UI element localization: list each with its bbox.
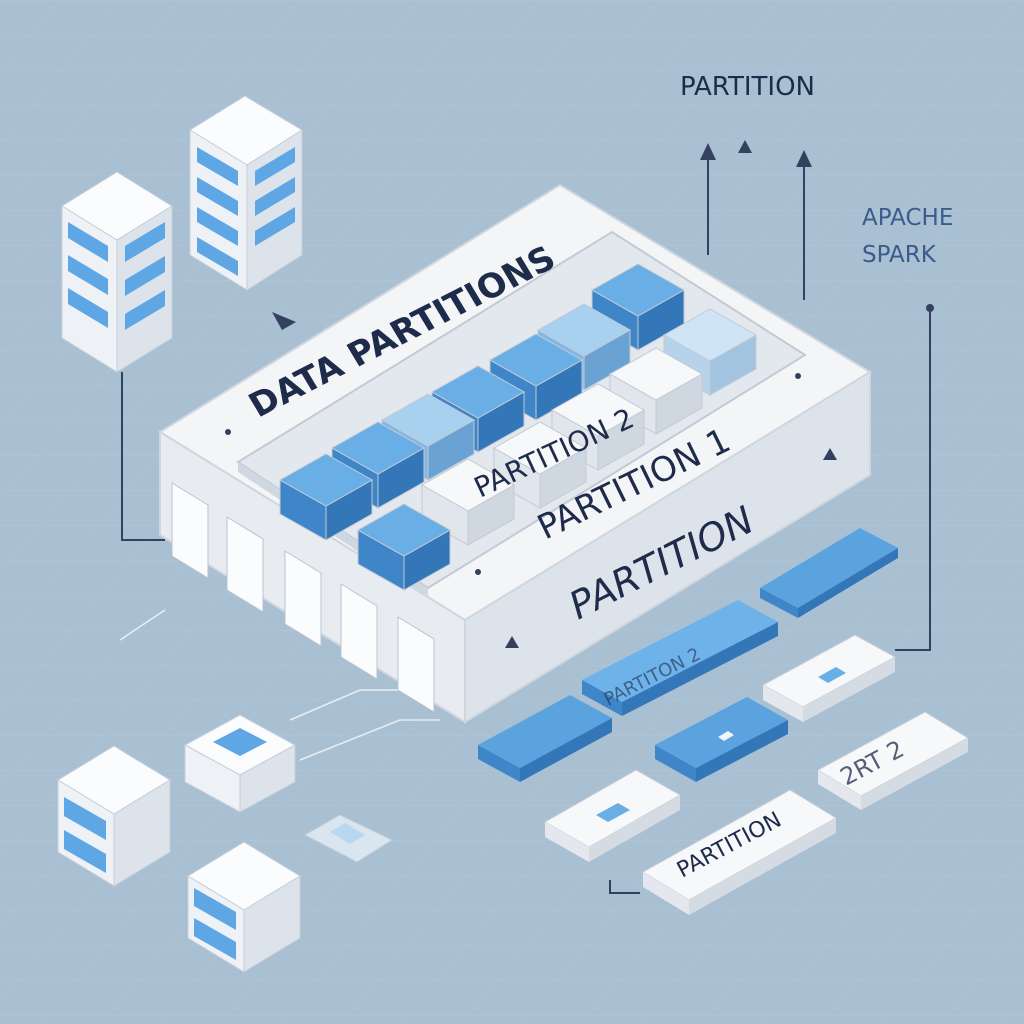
arrow-heads (272, 140, 934, 330)
top-right-partition-label: PARTITION (680, 72, 815, 102)
container-slots (171, 482, 435, 713)
connector-apache (895, 310, 931, 651)
server-stack-bottom-mid (187, 841, 301, 973)
marker-icon (738, 140, 752, 153)
connector-lines (121, 150, 931, 894)
server-stack-bottom-left (57, 745, 171, 887)
server-stack-top (189, 95, 303, 291)
up-arrow-icon (796, 150, 812, 167)
inner-partition-blocks (278, 263, 758, 591)
node-block (183, 714, 297, 813)
partition-block (356, 503, 452, 591)
container-markers (225, 373, 837, 648)
apache-label-line1: APACHE (862, 205, 953, 231)
partition-block (278, 453, 374, 541)
apache-label-line2: SPARK (862, 242, 937, 268)
connector-left (121, 372, 165, 541)
pointer-icon (272, 312, 296, 330)
up-arrow-icon (700, 143, 716, 160)
floor-tiles (478, 528, 970, 915)
partition-block (550, 383, 646, 471)
partition-block (492, 421, 588, 509)
server-stack-left (61, 171, 173, 373)
node-tile (303, 814, 394, 863)
dot-icon (926, 304, 934, 312)
partition-block (420, 458, 516, 546)
